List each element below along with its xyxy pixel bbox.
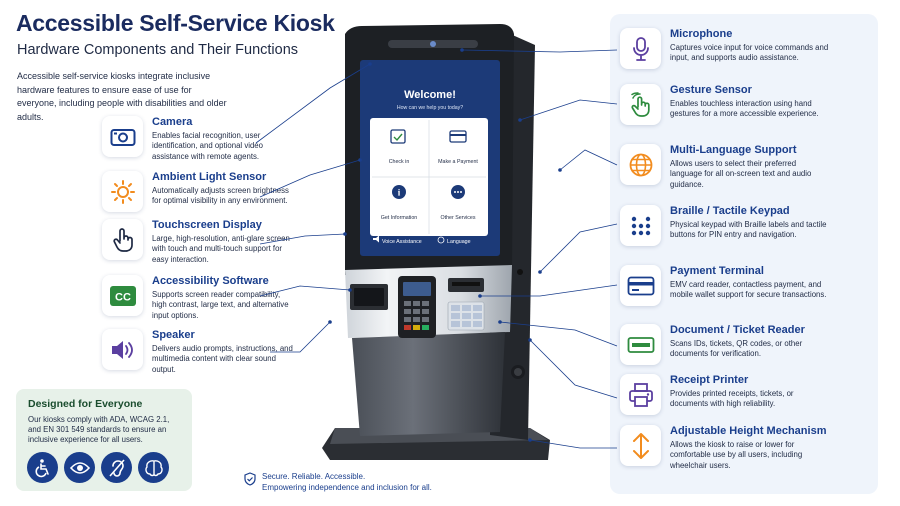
- svg-text:Other Services: Other Services: [440, 215, 475, 221]
- ear-icon: [101, 452, 132, 483]
- svg-text:CC: CC: [115, 291, 131, 303]
- accessibility-badges: [27, 452, 169, 483]
- footer-line-2: Empowering independence and inclusion fo…: [262, 482, 432, 492]
- page-subtitle: Hardware Components and Their Functions: [17, 42, 299, 58]
- footer: Secure. Reliable. Accessible. Empowering…: [244, 472, 432, 493]
- hand-pointer-icon: [102, 219, 143, 260]
- eye-icon: [64, 452, 95, 483]
- tile-make-payment[interactable]: Make a Payment: [438, 130, 478, 165]
- sun-icon: [102, 171, 143, 212]
- svg-text:Check in: Check in: [389, 159, 410, 165]
- svg-text:i: i: [398, 188, 401, 198]
- voice-assistance-button[interactable]: Voice Assistance: [373, 235, 422, 246]
- cc-icon: CC: [102, 275, 143, 316]
- designed-title: Designed for Everyone: [28, 398, 143, 410]
- printer-icon: [620, 374, 661, 415]
- brain-icon: [138, 452, 169, 483]
- camera-icon: [102, 116, 143, 157]
- screen-prompt: How can we help you today?: [397, 105, 463, 111]
- tile-get-information[interactable]: i Get Information: [381, 185, 418, 221]
- microphone-icon: [620, 28, 661, 69]
- footer-line-1: Secure. Reliable. Accessible.: [262, 472, 366, 481]
- height-arrows-icon: [620, 425, 661, 466]
- card-icon: [620, 265, 661, 306]
- wheelchair-icon: [27, 452, 58, 483]
- braille-icon: [620, 205, 661, 246]
- page-title: Accessible Self-Service Kiosk: [16, 10, 335, 36]
- kiosk-illustration: Welcome! How can we help you today? Chec…: [322, 24, 550, 460]
- intro-text: Accessible self-service kiosks integrate…: [17, 71, 227, 122]
- svg-text:Make a Payment: Make a Payment: [438, 159, 478, 165]
- designed-for-everyone-box: Designed for Everyone Our kiosks comply …: [16, 389, 192, 491]
- shield-check-icon: [244, 472, 256, 486]
- scanner-icon: [620, 324, 661, 365]
- tile-other-services[interactable]: Other Services: [440, 185, 476, 221]
- gesture-hand-icon: [620, 84, 661, 125]
- svg-text:Language: Language: [447, 239, 471, 245]
- screen-welcome: Welcome!: [404, 89, 456, 101]
- tile-check-in[interactable]: Check in: [389, 129, 410, 165]
- globe-icon: [620, 144, 661, 185]
- svg-text:Get Information: Get Information: [381, 215, 418, 221]
- svg-text:Voice Assistance: Voice Assistance: [382, 239, 422, 245]
- language-button[interactable]: Language: [437, 236, 471, 245]
- speaker-icon: [102, 329, 143, 370]
- designed-desc: Our kiosks comply with ADA, WCAG 2.1, an…: [28, 415, 170, 445]
